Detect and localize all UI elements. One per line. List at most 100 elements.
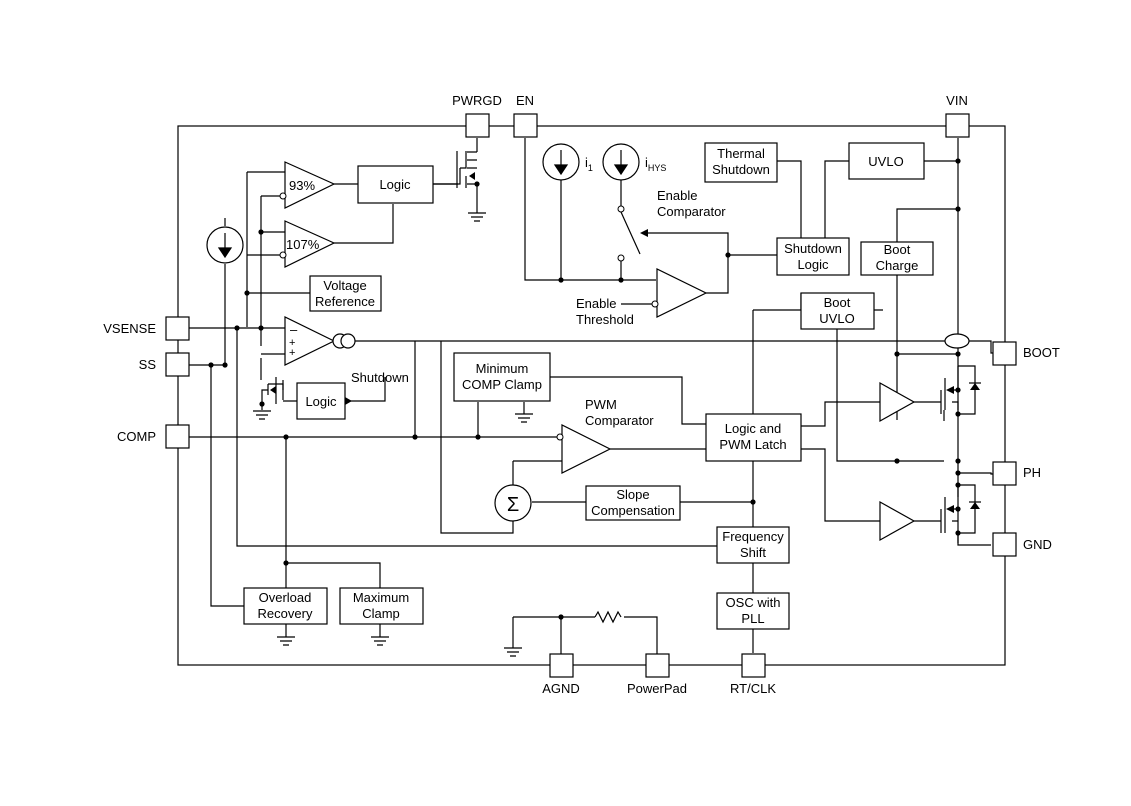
voltage-reference-block <box>309 275 382 312</box>
svg-text:COMP Clamp: COMP Clamp <box>462 377 542 392</box>
pin-boot <box>992 341 1017 366</box>
svg-text:Threshold: Threshold <box>576 312 634 327</box>
blocks <box>243 142 934 630</box>
pin-label-ss: SS <box>139 357 157 372</box>
i1-label: i1 <box>585 155 593 173</box>
pin-label-comp: COMP <box>117 429 156 444</box>
minimum-comp-clamp-block <box>453 352 551 402</box>
uvlo-block <box>848 142 925 180</box>
pin-ss <box>165 352 190 377</box>
svg-text:Compensation: Compensation <box>591 503 675 518</box>
frequency-shift-block <box>716 526 790 564</box>
summing-junction <box>494 484 532 522</box>
pin-label-pwrgd: PWRGD <box>452 93 502 108</box>
high-side-driver <box>879 381 916 423</box>
pin-pwrgd <box>465 113 490 138</box>
pin-rtclk <box>741 653 766 678</box>
error-amplifier <box>284 316 336 366</box>
pin-label-rtclk: RT/CLK <box>730 681 776 696</box>
pin-label-en: EN <box>516 93 534 108</box>
annotation-labels: Enable Comparator Enable Threshold Shutd… <box>351 188 726 428</box>
svg-text:Slope: Slope <box>616 487 649 502</box>
maximum-clamp-block <box>339 587 424 625</box>
error-amp-minus: – <box>290 322 298 337</box>
current-source-ihys <box>602 143 640 181</box>
svg-text:Shutdown: Shutdown <box>712 162 770 177</box>
svg-text:Maximum: Maximum <box>353 590 409 605</box>
ic-outline <box>177 125 1006 666</box>
switch-arrow <box>640 229 648 237</box>
svg-text:PWM: PWM <box>585 397 617 412</box>
svg-text:UVLO: UVLO <box>868 154 903 169</box>
pin-label-ph: PH <box>1023 465 1041 480</box>
svg-text:PLL: PLL <box>741 611 764 626</box>
current-source-left <box>206 226 244 264</box>
pin-ph <box>992 461 1017 486</box>
low-side-driver <box>879 500 916 542</box>
pin-label-vsense: VSENSE <box>103 321 156 336</box>
pin-label-agnd: AGND <box>542 681 580 696</box>
svg-text:OSC with: OSC with <box>726 595 781 610</box>
block-labels: Logic Thermal Shutdown UVLO Shutdown Log… <box>258 146 919 626</box>
comparator-93-label: 93% <box>289 178 315 193</box>
comparator-107 <box>284 220 336 268</box>
pins <box>165 113 1017 678</box>
svg-text:Enable: Enable <box>657 188 697 203</box>
pin-vsense <box>165 316 190 341</box>
logic-ss-block <box>296 382 346 420</box>
svg-text:UVLO: UVLO <box>819 311 854 326</box>
svg-text:Voltage: Voltage <box>323 278 366 293</box>
boot-node-ellipse <box>944 333 970 349</box>
svg-text:Enable: Enable <box>576 296 616 311</box>
junctions <box>208 158 961 620</box>
osc-pll-block <box>716 592 790 630</box>
svg-text:Shift: Shift <box>740 545 766 560</box>
pin-label-boot: BOOT <box>1023 345 1060 360</box>
logic-pwm-latch-block <box>705 413 802 462</box>
svg-text:Comparator: Comparator <box>585 413 654 428</box>
svg-text:Boot: Boot <box>884 242 911 257</box>
overload-recovery-block <box>243 587 328 625</box>
pin-label-vin: VIN <box>946 93 968 108</box>
boot-charge-block <box>860 241 934 276</box>
svg-text:Charge: Charge <box>876 258 919 273</box>
svg-text:Logic: Logic <box>379 177 411 192</box>
pin-gnd <box>992 532 1017 557</box>
svg-text:Comparator: Comparator <box>657 204 726 219</box>
svg-text:Frequency: Frequency <box>722 529 784 544</box>
svg-text:Overload: Overload <box>259 590 312 605</box>
pwm-comparator <box>561 424 612 474</box>
svg-text:Thermal: Thermal <box>717 146 765 161</box>
svg-text:PWM Latch: PWM Latch <box>719 437 786 452</box>
pin-agnd <box>549 653 574 678</box>
pin-vin <box>945 113 970 138</box>
svg-text:Logic and: Logic and <box>725 421 781 436</box>
pin-label-powerpad: PowerPad <box>627 681 687 696</box>
pin-en <box>513 113 538 138</box>
comparator-107-label: 107% <box>286 237 320 252</box>
comparator-93 <box>284 161 336 209</box>
svg-text:Clamp: Clamp <box>362 606 400 621</box>
svg-text:Logic: Logic <box>797 257 829 272</box>
svg-text:Recovery: Recovery <box>258 606 313 621</box>
slope-compensation-block <box>585 485 681 521</box>
current-source-i1 <box>542 143 580 181</box>
shutdown-logic-block <box>776 237 850 276</box>
thermal-shutdown-block <box>704 142 778 183</box>
switch-contact-bottom <box>617 254 625 262</box>
ihys-label: iHYS <box>645 155 666 173</box>
logic-pwrgd-block <box>357 165 434 204</box>
pin-powerpad <box>645 653 670 678</box>
svg-text:Shutdown: Shutdown <box>351 370 409 385</box>
pin-labels: PWRGD EN VIN VSENSE SS COMP BOOT PH GND … <box>103 93 1060 696</box>
ota-circle-2 <box>340 333 356 349</box>
svg-text:Reference: Reference <box>315 294 375 309</box>
sigma-symbol: Σ <box>507 494 519 516</box>
error-amp-plus-2: + <box>289 347 295 359</box>
error-amp-plus-1: + <box>289 337 295 349</box>
svg-text:Minimum: Minimum <box>476 361 529 376</box>
svg-text:Logic: Logic <box>305 394 337 409</box>
pin-comp <box>165 424 190 449</box>
svg-text:Boot: Boot <box>824 295 851 310</box>
